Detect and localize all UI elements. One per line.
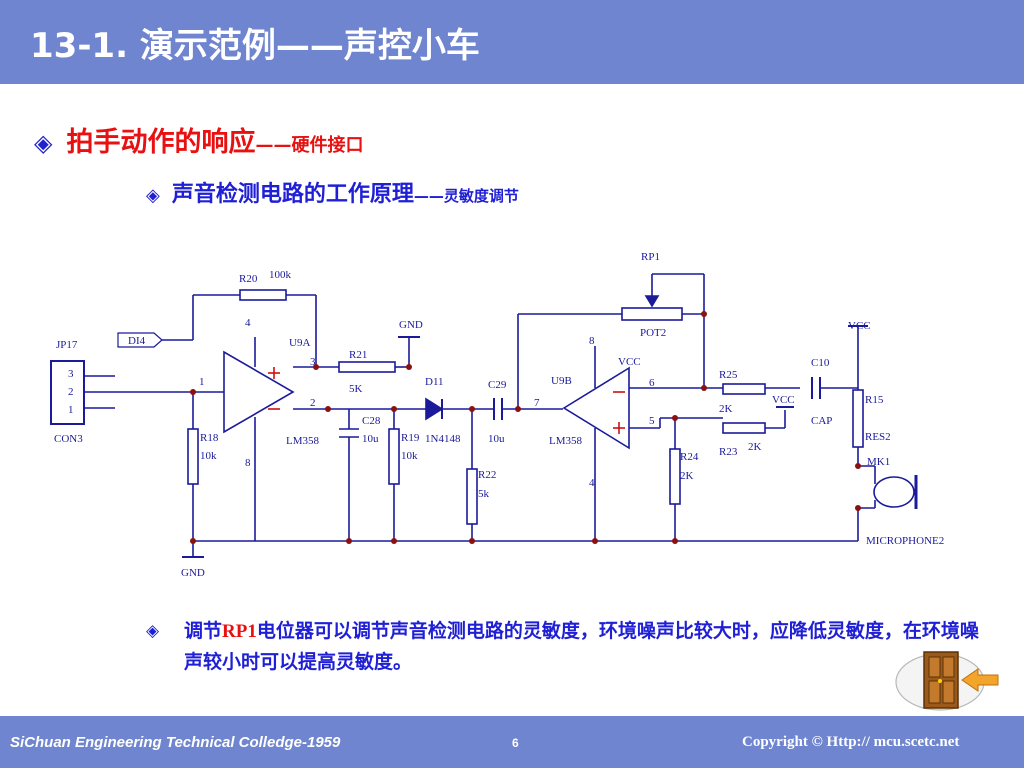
note-prefix: 调节 xyxy=(184,620,223,642)
label-r25: R25 xyxy=(719,369,738,381)
label-pin-1: 1 xyxy=(199,376,205,388)
label-r24-value: 2K xyxy=(680,470,694,482)
label-c29-value: 10u xyxy=(488,433,505,445)
label-vcc-mid: VCC xyxy=(618,356,641,368)
bullet-level-1-text: 拍手动作的响应 xyxy=(66,127,256,158)
label-c28-value: 10u xyxy=(362,433,379,445)
bullet-level-2-suffix: ——灵敏度调节 xyxy=(413,187,519,205)
label-lm358-b: LM358 xyxy=(549,435,583,447)
label-pot2: POT2 xyxy=(640,327,666,339)
label-con3: CON3 xyxy=(54,433,83,445)
diamond-bullet-icon: ◈ xyxy=(146,621,160,641)
label-con-pin-2: 2 xyxy=(68,386,74,398)
bullet-level-2: ◈ 声音检测电路的工作原理——灵敏度调节 xyxy=(146,176,519,208)
label-r25-value: 2K xyxy=(719,403,733,415)
label-con-pin-1: 1 xyxy=(68,404,74,416)
label-r23-value: 2K xyxy=(748,441,762,453)
note-body: 电位器可以调节声音检测电路的灵敏度，环境噪声比较大时，应降低灵敏度，在环境噪声较… xyxy=(184,620,979,673)
bullet-level-1-suffix: ——硬件接口 xyxy=(255,135,364,156)
label-res2: RES2 xyxy=(865,431,891,443)
label-pin-8-mid: 8 xyxy=(589,335,595,347)
note-highlight-rp1: RP1 xyxy=(222,621,257,642)
label-c10: C10 xyxy=(811,357,830,369)
label-gnd-bottom: GND xyxy=(181,567,205,579)
label-r23: R23 xyxy=(719,446,738,458)
label-r22: R22 xyxy=(478,469,496,481)
diamond-bullet-icon: ◈ xyxy=(34,129,53,157)
label-cap: CAP xyxy=(811,415,832,427)
schematic-labels: RP1 R20 100k 4 U9A 3 GND R21 5K DI4 JP17… xyxy=(54,251,944,579)
label-r18: R18 xyxy=(200,432,219,444)
label-r24: R24 xyxy=(680,451,699,463)
label-rp1: RP1 xyxy=(641,251,660,263)
page-number: 6 xyxy=(512,736,519,750)
label-u9b: U9B xyxy=(551,375,572,387)
note-text: 调节RP1电位器可以调节声音检测电路的灵敏度，环境噪声比较大时，应降低灵敏度，在… xyxy=(184,616,996,678)
bullet-level-2-text: 声音检测电路的工作原理 xyxy=(171,182,414,207)
label-r20-value: 100k xyxy=(269,269,292,281)
label-pin-4-top: 4 xyxy=(245,317,251,329)
label-con-pin-3: 3 xyxy=(68,368,74,380)
door-exit-icon[interactable] xyxy=(894,648,1004,712)
label-c28: C28 xyxy=(362,415,381,427)
label-r19: R19 xyxy=(401,432,420,444)
label-d11-part: 1N4148 xyxy=(425,433,461,445)
label-u9a: U9A xyxy=(289,337,310,349)
label-microphone: MICROPHONE2 xyxy=(866,535,944,547)
junction-nodes xyxy=(190,311,861,544)
label-lm358-a: LM358 xyxy=(286,435,320,447)
label-r18-value: 10k xyxy=(200,450,217,462)
label-gnd-top: GND xyxy=(399,319,423,331)
bullet-note: ◈ 调节RP1电位器可以调节声音检测电路的灵敏度，环境噪声比较大时，应降低灵敏度… xyxy=(146,616,996,678)
sound-detection-schematic: RP1 R20 100k 4 U9A 3 GND R21 5K DI4 JP17… xyxy=(50,251,944,579)
label-r21-value: 5K xyxy=(349,383,363,395)
label-di4: DI4 xyxy=(128,335,146,347)
label-r20: R20 xyxy=(239,273,258,285)
label-d11: D11 xyxy=(425,376,444,388)
label-pin-2: 2 xyxy=(310,397,316,409)
bullet-level-1: ◈ 拍手动作的响应——硬件接口 xyxy=(34,120,363,159)
footer-copyright: Copyright © Http:// mcu.scetc.net xyxy=(742,734,960,750)
slide-title: 13-1. 演示范例——声控小车 xyxy=(30,26,480,66)
label-c29: C29 xyxy=(488,379,507,391)
label-vcc-right: VCC xyxy=(772,394,795,406)
footer-college-name: SiChuan Engineering Technical Colledge-1… xyxy=(10,734,341,751)
label-mk1: MK1 xyxy=(867,456,890,468)
label-pin-6: 6 xyxy=(649,377,655,389)
label-vcc-top: VCC xyxy=(848,320,871,332)
title-bar xyxy=(0,0,1024,84)
label-pin-3: 3 xyxy=(310,356,316,368)
label-r15: R15 xyxy=(865,394,884,406)
label-pin-4-low: 4 xyxy=(589,477,595,489)
label-r19-value: 10k xyxy=(401,450,418,462)
label-r22-value: 5k xyxy=(478,488,490,500)
label-pin-8-low: 8 xyxy=(245,457,251,469)
label-pin-5: 5 xyxy=(649,415,655,427)
label-r21: R21 xyxy=(349,349,367,361)
diamond-bullet-icon: ◈ xyxy=(146,185,160,206)
label-pin-7: 7 xyxy=(534,397,540,409)
footer-bar xyxy=(0,716,1024,768)
label-jp17: JP17 xyxy=(56,339,78,351)
